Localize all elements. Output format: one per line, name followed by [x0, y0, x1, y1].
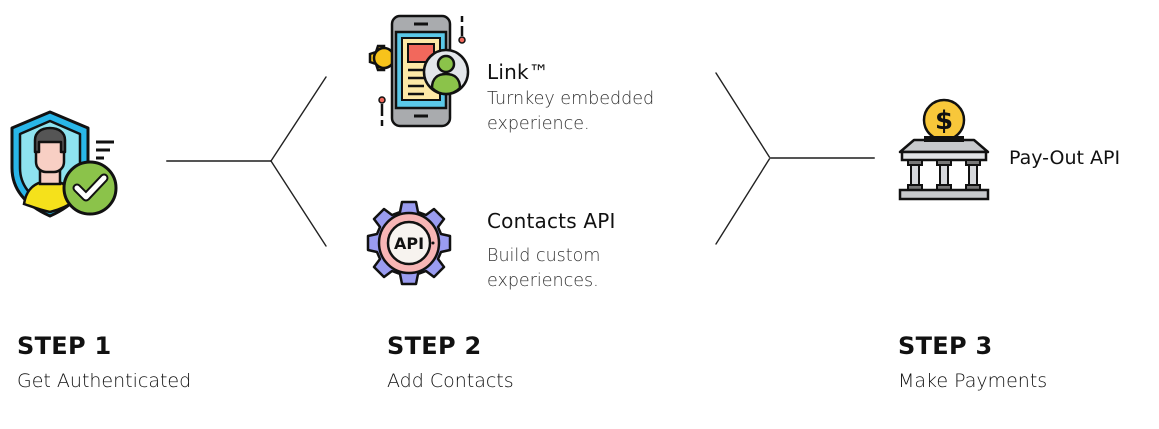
api-gear-icon: API: [366, 200, 452, 286]
connector-contacts-api-to-step3: [715, 157, 771, 245]
option-contacts-api-description-line: Build custom: [487, 246, 601, 266]
option-link-description-line: experience.: [487, 114, 590, 134]
svg-text:$: $: [935, 106, 953, 136]
bank-dollar-icon: $: [898, 98, 990, 201]
option-link-description-line: Turnkey embedded: [487, 89, 655, 109]
step-3-subtitle: Make Payments: [898, 370, 1048, 392]
mobile-user-gear-icon: [368, 14, 470, 128]
step-2-subtitle: Add Contacts: [387, 370, 514, 392]
connector-step1-to-contacts-api: [270, 160, 327, 247]
step-1-title: STEP 1: [17, 332, 112, 360]
shield-user-verified-icon: [10, 110, 118, 218]
option-contacts-api-description: Build custom experiences.: [487, 244, 600, 294]
option-link-title: Link™: [487, 60, 549, 84]
option-contacts-api-description-line: experiences.: [487, 271, 599, 291]
option-payout-api-title: Pay-Out API: [1009, 147, 1121, 169]
connector-step1-to-link: [270, 76, 327, 162]
svg-text:API: API: [394, 234, 424, 253]
step-2-title: STEP 2: [387, 332, 482, 360]
step-1-subtitle: Get Authenticated: [17, 370, 192, 392]
step-3-title: STEP 3: [898, 332, 993, 360]
option-link-description: Turnkey embedded experience.: [487, 87, 654, 137]
option-contacts-api-title: Contacts API: [487, 209, 616, 233]
connector-link-to-step3: [715, 72, 771, 159]
